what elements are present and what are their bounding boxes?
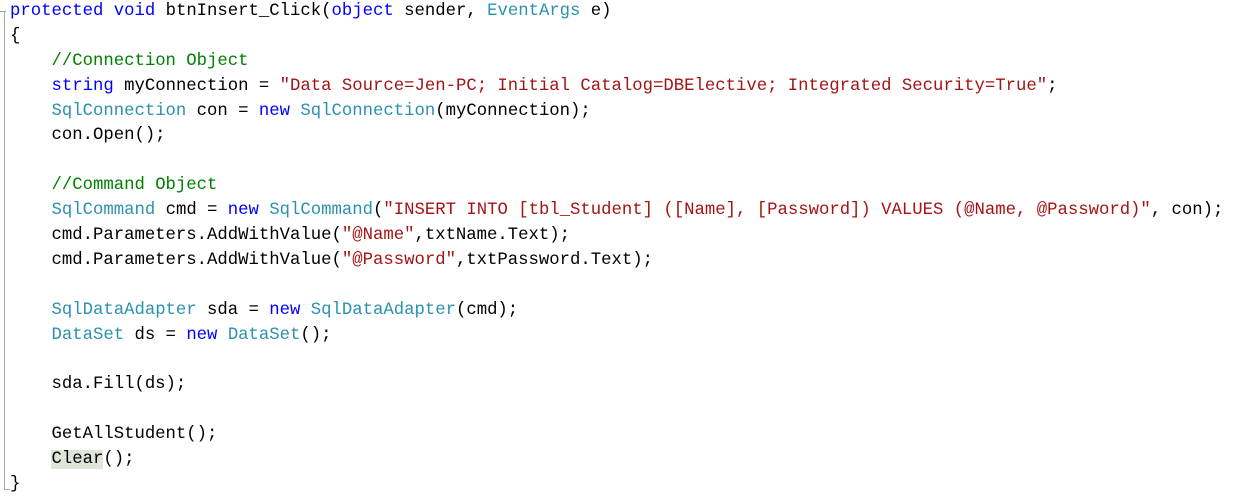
code-text [10, 151, 20, 170]
code-text: cmd.Parameters.AddWithValue( [10, 226, 342, 246]
code-text [10, 350, 20, 369]
code-editor[interactable]: protected void btnInsert_Click(object se… [10, 0, 1223, 498]
code-text [10, 450, 51, 469]
code-text [300, 301, 310, 320]
type-token: SqlDataAdapter [310, 300, 456, 320]
code-text: e) [580, 2, 612, 21]
type-token: SqlCommand [269, 201, 374, 221]
code-line: } [10, 473, 1223, 498]
code-text: } [10, 474, 21, 494]
type-token: DataSet [227, 325, 301, 345]
code-text [10, 52, 51, 71]
code-text: { [10, 26, 21, 46]
code-line: DataSet ds = new DataSet(); [10, 324, 1223, 349]
code-line: //Connection Object [10, 50, 1223, 75]
code-text: con = [186, 101, 259, 121]
code-text [259, 201, 269, 220]
code-text: ( [373, 201, 384, 221]
code-text: cmd = [155, 201, 228, 221]
code-text [10, 301, 51, 320]
keyword-token: void [113, 2, 156, 21]
code-text: sender, [393, 2, 488, 21]
code-text [10, 201, 51, 220]
comment-token: //Command Object [51, 176, 218, 196]
code-text: (); [300, 325, 332, 345]
keyword-token: new [269, 300, 301, 320]
code-line: SqlDataAdapter sda = new SqlDataAdapter(… [10, 299, 1223, 324]
string-token: "INSERT INTO [tbl_Student] ([Name], [Pas… [383, 201, 1151, 221]
code-line: SqlConnection con = new SqlConnection(my… [10, 100, 1223, 125]
code-line [10, 398, 1223, 423]
collapse-marker[interactable] [0, 11, 6, 12]
code-text [217, 326, 227, 345]
code-line: cmd.Parameters.AddWithValue("@Password",… [10, 249, 1223, 274]
code-line: con.Open(); [10, 124, 1223, 149]
outline-collapse-line [4, 12, 5, 490]
code-line: Clear(); [10, 448, 1223, 473]
type-token: EventArgs [487, 2, 581, 21]
code-text: (myConnection); [435, 101, 591, 121]
code-text: ds = [124, 325, 187, 345]
code-line: SqlCommand cmd = new SqlCommand("INSERT … [10, 199, 1223, 224]
highlighted-token: Clear [51, 450, 104, 470]
type-token: SqlDataAdapter [51, 300, 197, 320]
type-token: DataSet [51, 325, 125, 345]
code-line: //Command Object [10, 174, 1223, 199]
type-token: SqlCommand [51, 201, 156, 221]
code-text: ; [1047, 76, 1058, 96]
code-text: sda.Fill(ds); [10, 375, 187, 395]
code-line: GetAllStudent(); [10, 423, 1223, 448]
keyword-token: protected [10, 2, 104, 21]
code-text: cmd.Parameters.AddWithValue( [10, 250, 342, 270]
code-text [10, 326, 51, 345]
code-text: (cmd); [455, 300, 519, 320]
code-text: con.Open(); [10, 126, 166, 146]
code-text: (); [103, 450, 135, 470]
type-token: SqlConnection [51, 101, 187, 121]
keyword-token: object [331, 2, 394, 21]
code-text [10, 176, 51, 195]
code-line: protected void btnInsert_Click(object se… [10, 0, 1223, 25]
keyword-token: string [51, 76, 114, 96]
code-text [10, 77, 51, 96]
code-line [10, 348, 1223, 373]
code-line: string myConnection = "Data Source=Jen-P… [10, 75, 1223, 100]
type-token: SqlConnection [300, 101, 436, 121]
string-token: "@Name" [341, 226, 415, 246]
code-line: { [10, 25, 1223, 50]
keyword-token: new [258, 101, 291, 121]
code-text [290, 102, 300, 121]
code-text [10, 102, 51, 121]
keyword-token: new [186, 325, 218, 345]
code-text: ,txtName.Text); [414, 226, 571, 246]
code-line [10, 274, 1223, 299]
string-token: "Data Source=Jen-PC; Initial Catalog=DBE… [279, 76, 1048, 96]
code-line [10, 149, 1223, 174]
code-text: GetAllStudent(); [10, 425, 218, 445]
code-text [10, 276, 20, 295]
outline-end-marker [4, 489, 10, 490]
code-text: btnInsert_Click( [155, 2, 332, 21]
code-line: sda.Fill(ds); [10, 373, 1223, 398]
code-text [103, 2, 113, 21]
code-text: myConnection = [113, 76, 280, 96]
comment-token: //Connection Object [51, 51, 249, 71]
code-text: ,txtPassword.Text); [455, 250, 653, 270]
code-text: sda = [196, 300, 270, 320]
code-text: , con); [1150, 201, 1224, 221]
code-text [10, 400, 20, 419]
code-line: cmd.Parameters.AddWithValue("@Name",txtN… [10, 224, 1223, 249]
keyword-token: new [227, 201, 259, 221]
string-token: "@Password" [341, 250, 456, 270]
